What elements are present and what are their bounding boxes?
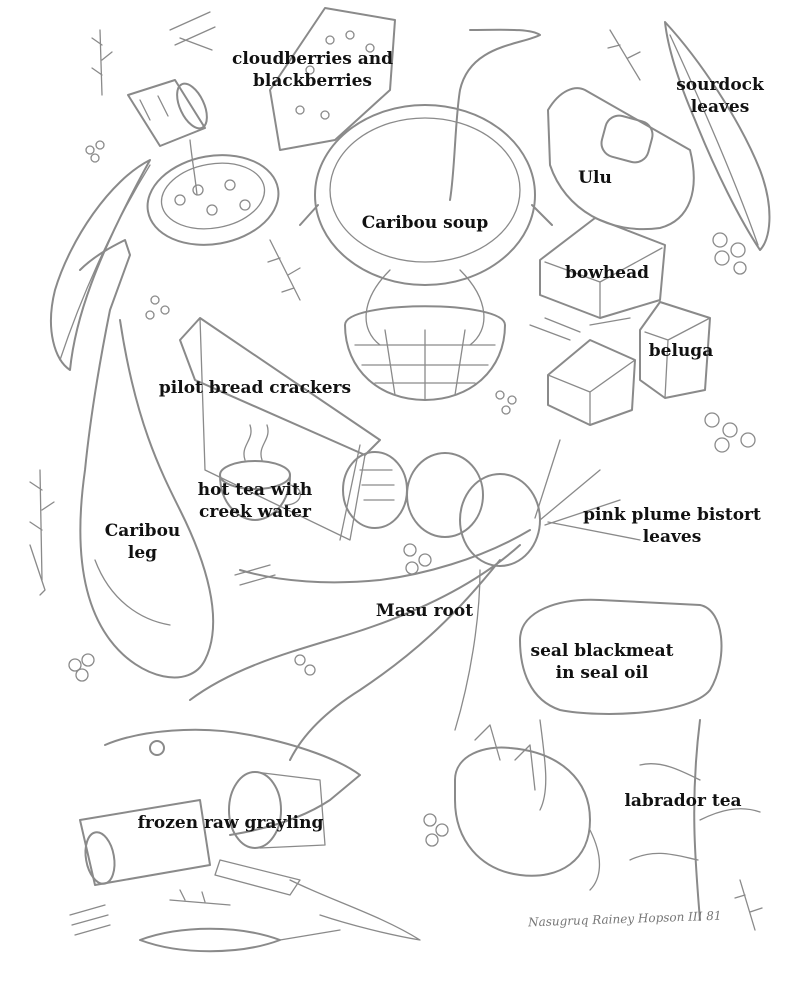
label-pilot-bread: pilot bread crackers [158,378,352,398]
pilot-crackers-drawing [342,451,541,567]
sourdock-leaf-drawing [664,21,771,251]
grayling-pieces-drawing [79,771,326,896]
label-masu-root: Masu root [375,601,474,621]
pilot-bread-box-drawing [179,317,381,541]
caribou-soup-pot-drawing [299,28,553,346]
tea-cup-drawing [219,424,302,521]
label-beluga: beluga [648,341,714,361]
berry-bag-drawing [269,7,396,151]
caribou-leg-drawing [79,239,215,679]
label-pink-plume: pink plume bistort leaves [583,505,761,547]
basket-drawing [344,305,506,401]
label-caribou-leg: Caribou leg [104,521,181,563]
seal-oil-jar-drawing [519,598,723,811]
bowhead-block-drawing [539,217,666,319]
long-leaf-drawing [49,159,151,371]
beluga-blocks-drawing [547,301,711,426]
label-caribou-soup: Caribou soup [361,213,489,233]
label-sourdock: sourdock leaves [676,75,764,117]
milk-can-drawing [127,79,208,196]
label-bowhead: bowhead [565,263,649,283]
labrador-tea-drawing [629,719,761,921]
berry-bowl-drawing [146,154,280,246]
label-labrador-tea: labrador tea [624,791,742,811]
seal-blackmeat-bowl-drawing [454,724,601,891]
grayling-fish-drawing [104,728,421,941]
label-seal-blackmeat: seal blackmeat in seal oil [530,641,674,683]
decorative-sprigs [29,11,763,936]
label-cloudberries: cloudberries and blackberries [231,49,394,91]
knife-drawing [139,927,341,953]
label-ulu: Ulu [578,168,612,188]
label-grayling: frozen raw grayling [137,813,324,833]
masu-root-drawing [189,439,641,761]
ulu-knife-drawing [547,87,695,231]
label-hot-tea: hot tea with creek water [197,480,313,522]
